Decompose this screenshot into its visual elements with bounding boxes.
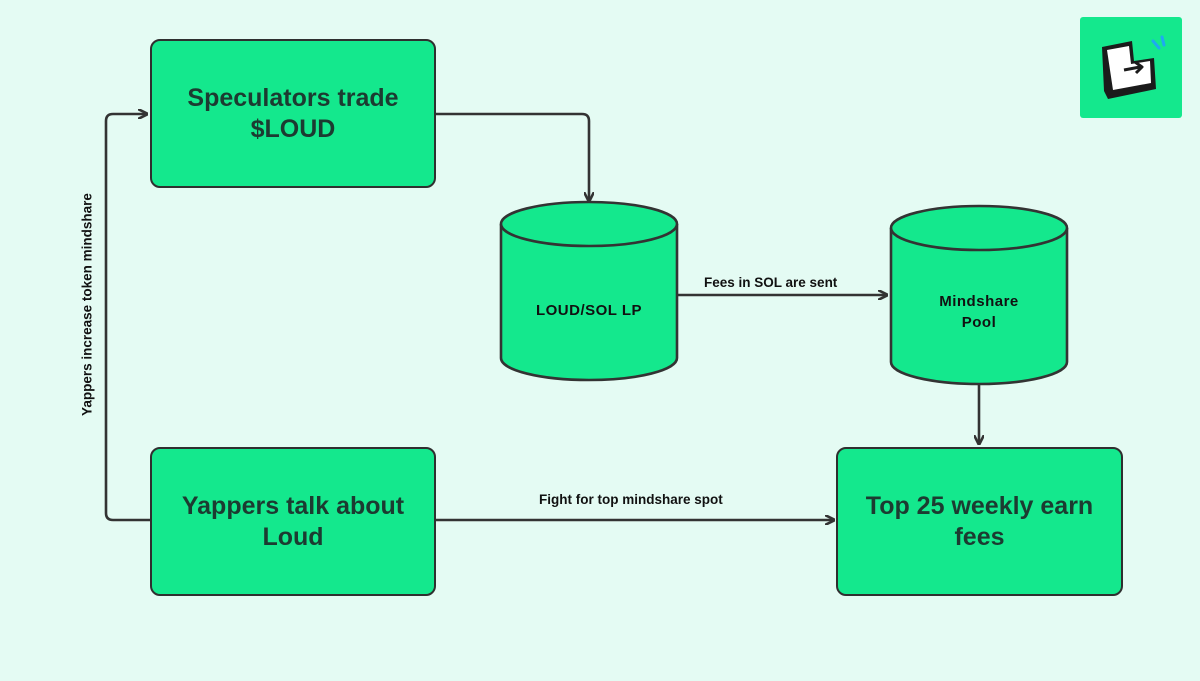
node-top25-earn: Top 25 weekly earn fees — [836, 447, 1123, 596]
loud-logo — [1080, 17, 1182, 118]
edge-label-fight: Fight for top mindshare spot — [539, 492, 723, 507]
mindshare-pool-label-wrap: Mindshare Pool — [891, 280, 1067, 344]
lp-pool-label: LOUD/SOL LP — [535, 301, 643, 319]
mindshare-pool-label: Mindshare Pool — [939, 293, 1019, 331]
mindshare-pool-cylinder — [889, 204, 1069, 386]
node-top25-label: Top 25 weekly earn fees — [865, 491, 1094, 551]
edge-label-fees-sent: Fees in SOL are sent — [704, 275, 838, 290]
node-yappers-talk: Yappers talk about Loud — [150, 447, 436, 596]
node-speculators-label: Speculators trade $LOUD — [187, 83, 399, 143]
lp-pool-label-wrap: LOUD/SOL LP — [501, 280, 677, 340]
node-speculators-trade: Speculators trade $LOUD — [150, 39, 436, 188]
arrow-yappers-to-speculators — [104, 114, 151, 522]
lp-pool-cylinder — [499, 200, 679, 382]
node-yappers-label: Yappers talk about Loud — [181, 491, 405, 551]
arrow-speculators-to-lp — [436, 112, 589, 200]
loud-logo-icon — [1102, 35, 1166, 99]
edge-label-mindshare-increase: Yappers increase token mindshare — [79, 193, 95, 416]
